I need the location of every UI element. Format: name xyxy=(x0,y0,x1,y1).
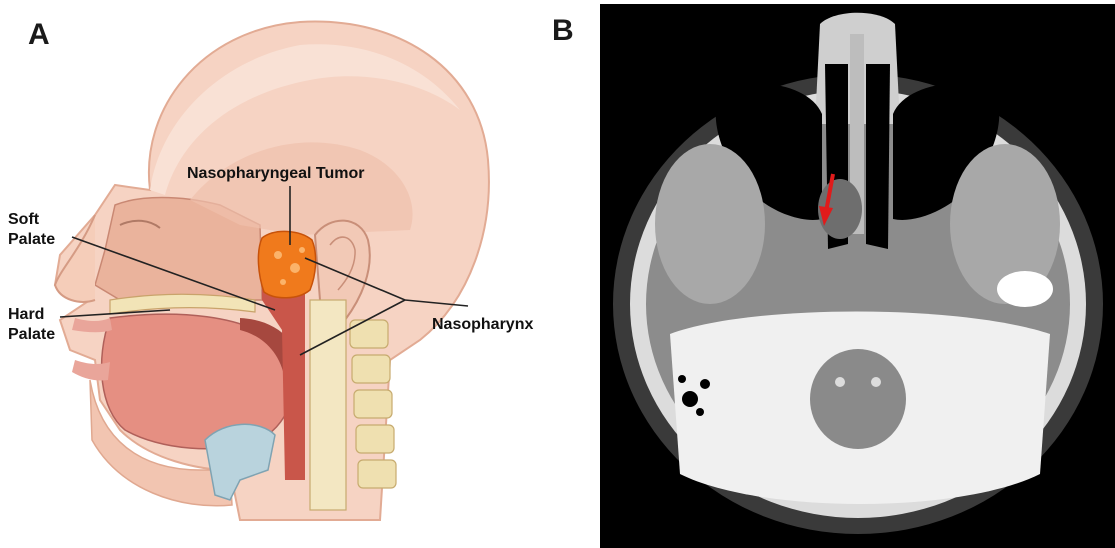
head-anatomy-illustration xyxy=(0,0,600,548)
left-mandible-ramus xyxy=(655,144,765,304)
right-nasal-airway xyxy=(866,64,890,249)
right-mastoid-bright xyxy=(997,271,1053,307)
tumor-label: Nasopharyngeal Tumor xyxy=(187,164,365,184)
hard-palate-label-line1: Hard xyxy=(8,305,55,325)
nasopharyngeal-tumor xyxy=(258,231,315,297)
soft-palate-label: Soft Palate xyxy=(8,210,55,250)
hard-palate-label: Hard Palate xyxy=(8,305,55,345)
hard-palate-label-line2: Palate xyxy=(8,325,55,345)
axial-ct-scan xyxy=(600,4,1115,548)
nasopharynx-label: Nasopharynx xyxy=(432,315,533,335)
soft-palate-label-line2: Palate xyxy=(8,230,55,250)
soft-palate-label-line1: Soft xyxy=(8,210,55,230)
brainstem xyxy=(810,349,906,449)
